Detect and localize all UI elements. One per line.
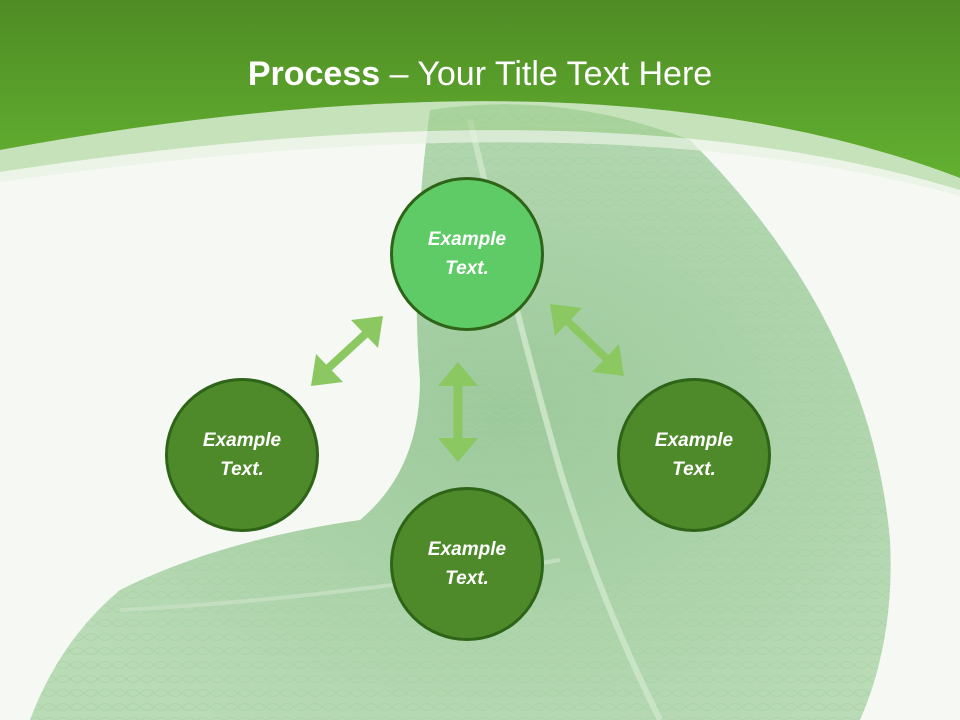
circle-right-label: Example Text. (654, 430, 734, 480)
circle-left-label: Example Text. (202, 430, 282, 480)
circle-bottom: Example Text. (390, 487, 544, 641)
title-bold: Process (247, 55, 381, 93)
title-rest: – Your Title Text Here (380, 55, 713, 93)
circle-top-label: Example Text. (427, 229, 507, 279)
arrow-center-icon (438, 362, 478, 462)
arrow-right-icon (550, 304, 624, 376)
circle-bottom-label: Example Text. (427, 539, 507, 589)
page-title: Process – Your Title Text Here (0, 52, 960, 96)
header-band (0, 0, 960, 178)
circle-right: Example Text. (617, 378, 771, 532)
circle-top: Example Text. (390, 177, 544, 331)
arrow-left-icon (311, 316, 383, 386)
circle-left: Example Text. (165, 378, 319, 532)
